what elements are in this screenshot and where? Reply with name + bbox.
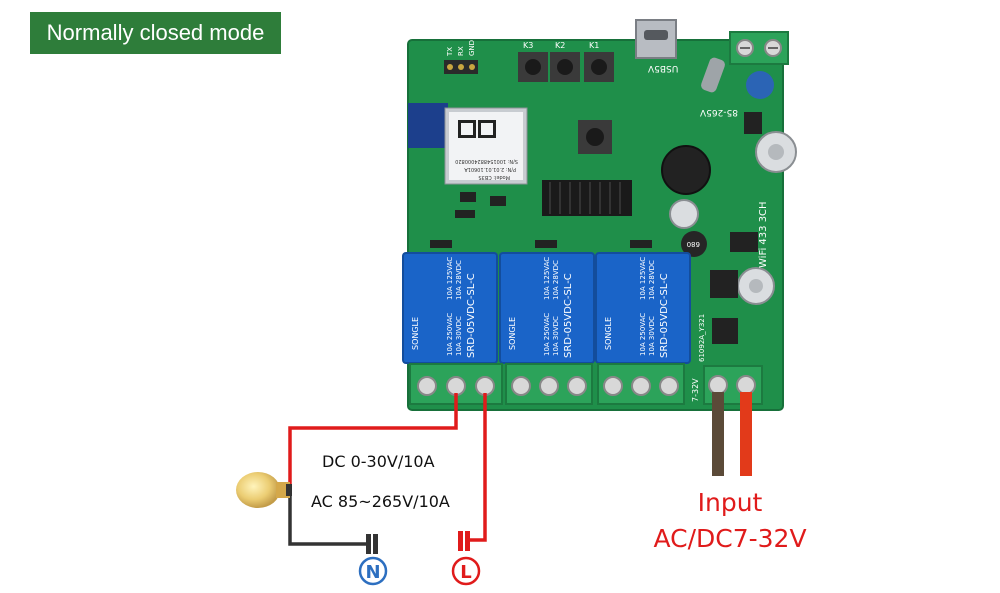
pin-label: TX bbox=[446, 47, 454, 57]
relay-model: SRD-05VDC-SL-C bbox=[466, 273, 477, 358]
neutral-label: N bbox=[365, 562, 380, 583]
relay-brand: SONGLE bbox=[604, 317, 613, 350]
live-wire-to-bulb bbox=[288, 393, 458, 488]
neutral-terminal-icon: N bbox=[358, 556, 388, 586]
button-label: K3 bbox=[523, 41, 533, 50]
terminal-block-1 bbox=[409, 363, 503, 405]
mode-label: Normally closed mode bbox=[30, 12, 281, 54]
input-wire-brown bbox=[712, 392, 724, 476]
relay-brand: SONGLE bbox=[411, 317, 420, 350]
relay-rating: 10A 30VDC bbox=[455, 316, 463, 356]
input-range: AC/DC7-32V bbox=[653, 524, 807, 553]
relay-rating: 10A 250VAC bbox=[446, 313, 454, 356]
pcb-code: 61092A_Y321 bbox=[698, 314, 706, 362]
edge-label: WiFi 433 3CH bbox=[758, 201, 769, 268]
pin-label: RX bbox=[457, 46, 465, 56]
usb-label: USB5V bbox=[647, 63, 678, 73]
live-plug bbox=[458, 531, 470, 551]
live-label: L bbox=[460, 562, 471, 583]
module-model: Model: CB3S bbox=[478, 174, 510, 180]
ac-spec: AC 85~265V/10A bbox=[311, 492, 450, 511]
blue-capacitor bbox=[746, 71, 774, 99]
relay-rating: 10A 125VAC bbox=[446, 257, 454, 300]
small-capacitor bbox=[669, 199, 699, 229]
wifi-module: Model: CB3S P/N: 2.01.01.10601A S/N: 100… bbox=[408, 103, 528, 185]
terminal-block-3 bbox=[597, 363, 685, 405]
pair-button[interactable] bbox=[578, 120, 612, 154]
relay-rating: 10A 30VDC bbox=[648, 316, 656, 356]
header-pins: TX RX GND bbox=[444, 40, 478, 74]
live-wire-to-l bbox=[468, 393, 487, 542]
terminal-voltage-label: 7-32V bbox=[691, 378, 700, 402]
relay-rating: 10A 28VDC bbox=[648, 260, 656, 300]
button-k3[interactable]: K3 bbox=[518, 41, 548, 82]
button-label: K1 bbox=[589, 41, 599, 50]
terminal-block-2 bbox=[505, 363, 593, 405]
supply-label: 85-265V bbox=[699, 107, 738, 117]
relay-model: SRD-05VDC-SL-C bbox=[563, 273, 574, 358]
button-label: K2 bbox=[555, 41, 565, 50]
rf-coil bbox=[542, 180, 632, 216]
relay-model: SRD-05VDC-SL-C bbox=[659, 273, 670, 358]
button-k2[interactable]: K2 bbox=[550, 41, 580, 82]
button-k1[interactable]: K1 bbox=[584, 41, 614, 82]
relay-rating: 10A 28VDC bbox=[455, 260, 463, 300]
fuse bbox=[701, 57, 725, 93]
neutral-wire bbox=[288, 495, 368, 546]
power-terminal-top bbox=[729, 31, 789, 65]
relay-rating: 10A 28VDC bbox=[552, 260, 560, 300]
inductor-label: 680 bbox=[687, 240, 700, 248]
relay-rating: 10A 125VAC bbox=[639, 257, 647, 300]
relay-brand: SONGLE bbox=[508, 317, 517, 350]
relay-3: SONGLE 10A 250VAC 10A 30VDC SRD-05VDC-SL… bbox=[595, 252, 691, 364]
input-title: Input bbox=[697, 488, 763, 517]
relay-2: SONGLE 10A 250VAC 10A 30VDC SRD-05VDC-SL… bbox=[499, 252, 595, 364]
relay-rating: 10A 30VDC bbox=[552, 316, 560, 356]
pin-label: GND bbox=[468, 40, 476, 56]
neutral-plug bbox=[366, 534, 378, 554]
input-wire-red bbox=[740, 392, 752, 476]
module-pn: P/N: 2.01.01.10601A bbox=[464, 166, 516, 172]
relay-1: SONGLE 10A 250VAC 10A 30VDC SRD-05VDC-SL… bbox=[402, 252, 498, 364]
relay-rating: 10A 125VAC bbox=[543, 257, 551, 300]
dc-spec: DC 0-30V/10A bbox=[322, 452, 435, 471]
power-inductor bbox=[661, 145, 711, 195]
relay-rating: 10A 250VAC bbox=[639, 313, 647, 356]
live-terminal-icon: L bbox=[451, 556, 481, 586]
relay-board: TX RX GND K3 K2 K1 USB5V bbox=[402, 19, 797, 411]
relay-rating: 10A 250VAC bbox=[543, 313, 551, 356]
usb-port: USB5V bbox=[635, 19, 678, 73]
light-bulb-icon bbox=[236, 472, 292, 508]
module-sn: S/N: 1001548824000820 bbox=[455, 158, 518, 164]
